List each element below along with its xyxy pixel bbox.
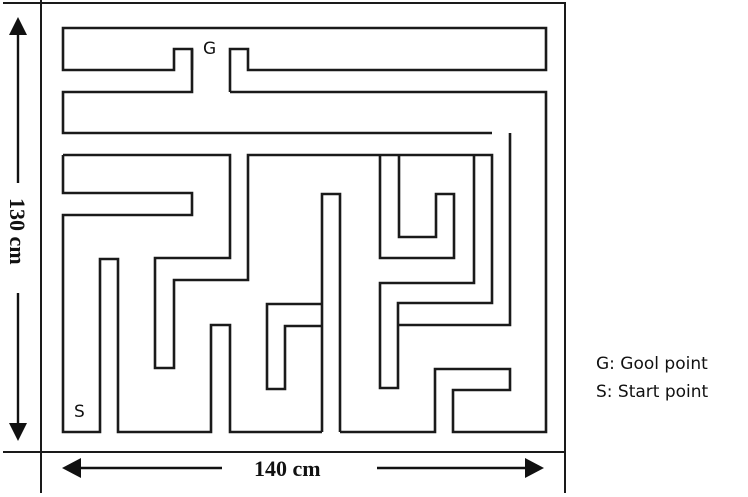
frame bbox=[3, 0, 566, 493]
arrow-right-icon bbox=[525, 458, 544, 478]
arrow-down-icon bbox=[9, 423, 27, 441]
goal-marker: G bbox=[203, 39, 216, 59]
wall-top-left bbox=[61, 26, 548, 92]
height-label: 130 cm bbox=[5, 198, 30, 265]
maze-walls bbox=[61, 26, 548, 434]
wall-central-column bbox=[320, 192, 342, 432]
start-marker: S bbox=[74, 402, 85, 422]
legend-start: S: Start point bbox=[596, 382, 709, 402]
arrow-up-icon bbox=[9, 17, 27, 35]
legend: G: Gool point S: Start point bbox=[596, 350, 708, 406]
arrow-left-icon bbox=[62, 458, 81, 478]
legend-goal: G: Gool point bbox=[596, 354, 708, 374]
wall-second-bar bbox=[61, 49, 492, 135]
width-dimension: 140 cm bbox=[62, 456, 544, 481]
wall-left-arm bbox=[61, 155, 322, 434]
width-label: 140 cm bbox=[254, 456, 321, 481]
wall-right-hook bbox=[230, 90, 548, 434]
wall-central-branch bbox=[265, 302, 322, 391]
wall-right-l bbox=[398, 133, 512, 327]
wall-inner-u bbox=[378, 155, 456, 260]
wall-left-comb bbox=[63, 153, 494, 390]
height-dimension: 130 cm bbox=[5, 17, 30, 441]
